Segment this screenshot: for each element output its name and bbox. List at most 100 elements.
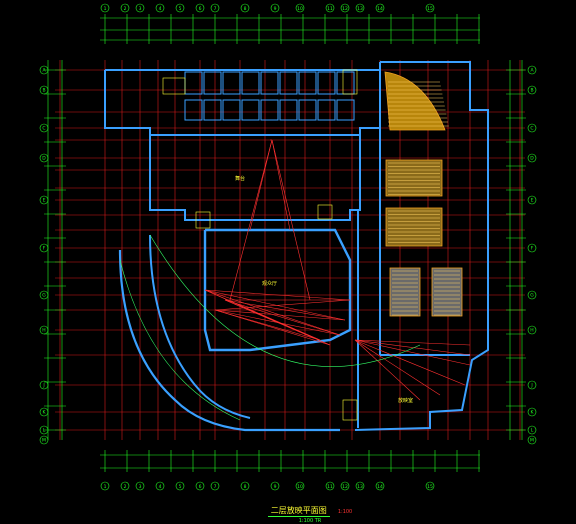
dimension-lines — [44, 14, 526, 472]
sightline — [354, 339, 441, 396]
sightline — [204, 289, 346, 321]
axis-label-left: E — [43, 198, 46, 204]
axis-bubble-bottom — [155, 481, 165, 491]
axis-label-top: 11 — [327, 6, 333, 12]
axis-bubble-left — [39, 85, 49, 95]
axis-label-left: A — [42, 68, 46, 74]
axis-label-bottom: 11 — [327, 484, 333, 490]
axis-label-bottom: 4 — [159, 484, 162, 490]
sightline — [354, 339, 466, 386]
axis-label-right: C — [530, 126, 533, 132]
axis-label-bottom: 14 — [377, 484, 383, 490]
axis-bubble-bottom — [210, 481, 220, 491]
small-room — [336, 99, 355, 121]
small-room — [203, 99, 222, 121]
axis-bubble-top — [155, 3, 165, 13]
axis-bubble-right — [527, 290, 537, 300]
axis-label-bottom: 1 — [104, 484, 107, 490]
axis-bubble-top — [210, 3, 220, 13]
axis-bubble-right — [527, 435, 537, 445]
sightline — [224, 299, 341, 336]
axis-bubble-bottom — [340, 481, 350, 491]
axis-label-left: H — [42, 328, 45, 334]
axis-label-left: B — [42, 88, 45, 94]
small-room — [241, 71, 260, 95]
drawing-title-block: 二层放映平面图 1:100 1:100 TR — [250, 498, 370, 524]
axis-label-bottom: 13 — [357, 484, 363, 490]
axis-label-bottom: 7 — [214, 484, 217, 490]
axis-bubble-bottom — [195, 481, 205, 491]
axis-bubble-bottom — [375, 481, 385, 491]
projection-sightlines — [119, 139, 471, 421]
sightline — [271, 139, 291, 231]
room-label-auditorium: 观众厅 — [262, 281, 277, 287]
axis-bubble-bottom — [100, 481, 110, 491]
axis-bubble-top — [175, 3, 185, 13]
room-label-stage: 舞台 — [235, 175, 245, 182]
axis-bubble-left — [39, 243, 49, 253]
axis-bubble-bottom — [175, 481, 185, 491]
axis-bubble-right — [527, 153, 537, 163]
axis-bubble-top — [240, 3, 250, 13]
sightline-curve — [119, 259, 241, 421]
axis-label-right: G — [530, 293, 534, 299]
axis-label-left: M — [42, 438, 46, 444]
axis-bubble-top — [100, 3, 110, 13]
axis-bubble-bottom — [295, 481, 305, 491]
axis-label-top: 9 — [274, 6, 277, 12]
building-walls — [104, 61, 489, 432]
drawing-title: 二层放映平面图 — [267, 505, 330, 517]
axis-bubble-bottom — [425, 481, 435, 491]
axis-bubble-top — [425, 3, 435, 13]
axis-bubble-top — [120, 3, 130, 13]
sightline — [224, 299, 346, 321]
upper-room-row — [184, 71, 355, 121]
axis-bubble-bottom — [355, 481, 365, 491]
axis-label-right: M — [530, 438, 534, 444]
axis-label-right: B — [530, 88, 533, 94]
axis-label-right: H — [530, 328, 533, 334]
small-room — [241, 99, 260, 121]
axis-label-top: 8 — [244, 6, 247, 12]
axis-label-left: F — [43, 246, 46, 252]
axis-label-top: 4 — [159, 6, 162, 12]
small-room — [317, 71, 336, 95]
axis-bubble-bottom — [325, 481, 335, 491]
axis-bubble-top — [325, 3, 335, 13]
room-label-projection: 放映室 — [398, 397, 413, 404]
axis-bubble-top — [355, 3, 365, 13]
axis-label-top: 3 — [139, 6, 142, 12]
axis-bubble-right — [527, 243, 537, 253]
sightline — [214, 309, 346, 321]
sightline — [354, 339, 471, 366]
axis-label-top: 12 — [342, 6, 348, 12]
sightline — [204, 289, 341, 336]
axis-label-bottom: 12 — [342, 484, 348, 490]
axis-bubble-top — [375, 3, 385, 13]
axis-bubble-left — [39, 153, 49, 163]
small-room — [222, 71, 241, 95]
axis-label-left: C — [42, 126, 45, 132]
sightline — [214, 309, 341, 336]
small-room — [279, 99, 298, 121]
drawing-subtitle: 1:100 TR — [298, 518, 322, 524]
axis-bubble-left — [39, 65, 49, 75]
axis-label-bottom: 10 — [297, 484, 303, 490]
small-room — [298, 71, 317, 95]
small-room — [203, 71, 222, 95]
sightline — [214, 299, 351, 311]
axis-label-top: 14 — [377, 6, 383, 12]
seating-blocks — [384, 71, 463, 317]
axis-label-top: 1 — [104, 6, 107, 12]
axis-label-bottom: 8 — [244, 484, 247, 490]
axis-label-bottom: 15 — [427, 484, 433, 490]
axis-label-top: 13 — [357, 6, 363, 12]
axis-bubbles: 1122334455667788991010111112121313141415… — [39, 3, 537, 491]
axis-label-left: G — [42, 293, 46, 299]
axis-label-left: J — [42, 383, 44, 389]
axis-label-bottom: 9 — [274, 484, 277, 490]
sightline — [229, 139, 273, 301]
sightline — [354, 339, 471, 356]
stairs — [162, 69, 358, 421]
axis-bubble-right — [527, 85, 537, 95]
